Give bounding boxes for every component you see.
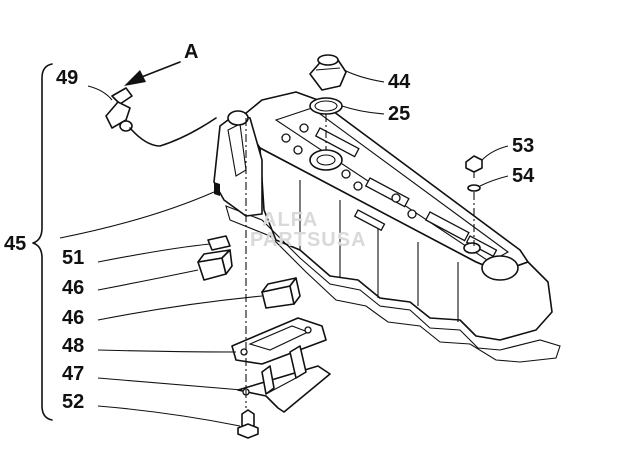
callout-44: 44	[388, 71, 411, 93]
callout-49: 49	[56, 67, 78, 89]
stud-washer	[467, 184, 481, 192]
callout-46-lower: 46	[62, 307, 84, 329]
gasket-plate	[231, 317, 327, 365]
callout-46-upper: 46	[62, 277, 84, 299]
assembly-brace	[32, 63, 53, 421]
watermark-line-1: ALFA	[262, 209, 318, 231]
view-letter: A	[184, 41, 198, 63]
bracket-bolt	[237, 409, 259, 439]
rubber-pad-upper	[197, 249, 233, 281]
callout-52: 52	[62, 391, 84, 413]
mount-spacer	[207, 235, 231, 251]
valve-cover	[225, 91, 561, 363]
view-arrow: A	[124, 41, 198, 86]
callout-47: 47	[62, 363, 84, 385]
mounting-bracket	[237, 345, 331, 413]
callout-54: 54	[512, 165, 535, 187]
breather-housing	[213, 110, 263, 217]
breather-hose	[105, 87, 217, 147]
callout-45: 45	[4, 233, 26, 255]
callout-25: 25	[388, 103, 410, 125]
callout-48: 48	[62, 335, 84, 357]
rubber-pad-lower	[261, 277, 301, 309]
watermark-line-2: PARTSUSA	[250, 229, 367, 251]
callout-51: 51	[62, 247, 84, 269]
cover-stud	[465, 155, 483, 178]
leader-lines	[59, 69, 509, 427]
o-ring	[309, 97, 343, 115]
oil-filler-cap	[309, 54, 347, 91]
callout-53: 53	[512, 135, 534, 157]
